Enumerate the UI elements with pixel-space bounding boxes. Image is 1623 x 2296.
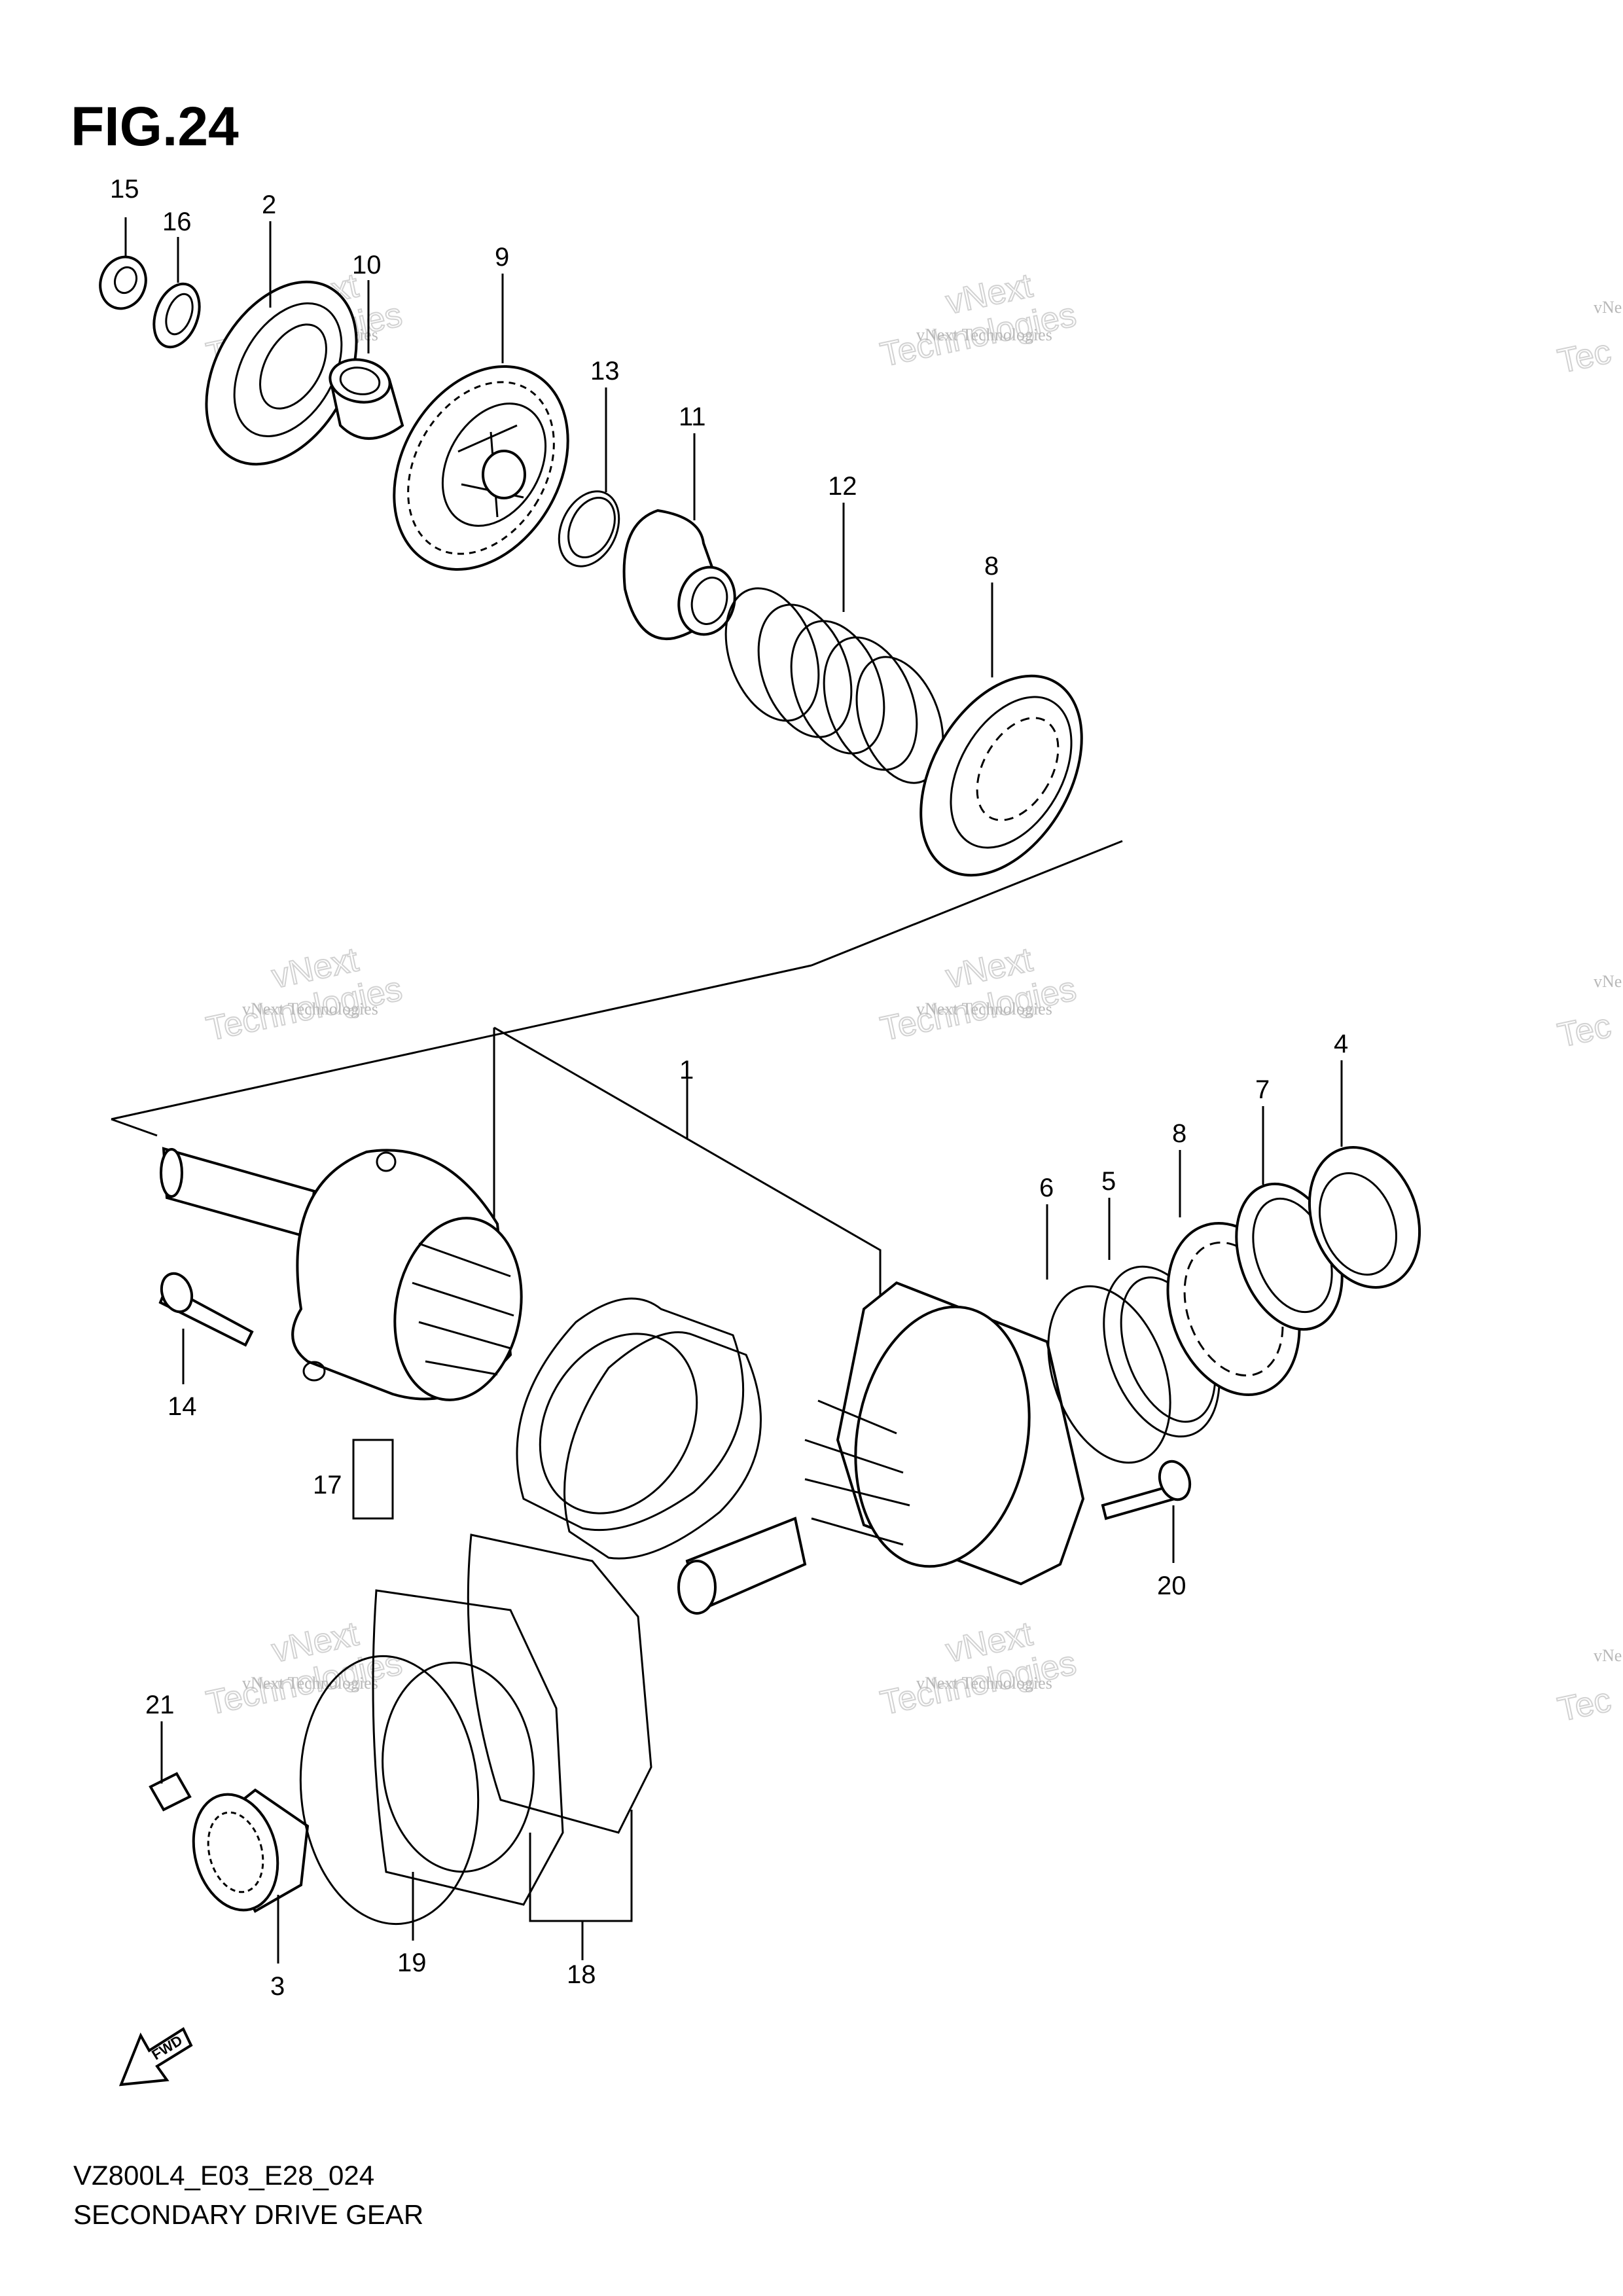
part-13-circlip <box>558 490 620 567</box>
part-6-o-ring <box>1047 1285 1171 1464</box>
callout-12: 12 <box>828 472 857 501</box>
diagram-code: VZ800L4_E03_E28_024 <box>73 2160 374 2191</box>
part-8-bearing-upper <box>919 674 1083 877</box>
assembly-connector-lower <box>111 1118 158 1137</box>
callout-19: 19 <box>397 1948 427 1977</box>
callout-10: 10 <box>352 251 382 279</box>
figure-title: FIG.24 <box>71 96 239 157</box>
callout-2: 2 <box>262 190 276 219</box>
part-17-bracket <box>352 1439 394 1520</box>
callout-5: 5 <box>1101 1167 1116 1196</box>
callout-20: 20 <box>1157 1571 1186 1600</box>
svg-text:vNe: vNe <box>1594 1646 1622 1665</box>
callout-9: 9 <box>495 243 509 272</box>
watermark: Technologies vNext vNext Technologies <box>876 1614 1080 1723</box>
callout-7: 7 <box>1255 1075 1270 1104</box>
callout-1: 1 <box>679 1056 694 1085</box>
fwd-arrow-icon: FWD <box>118 2027 193 2087</box>
svg-text:vNext Technologies: vNext Technologies <box>916 999 1052 1018</box>
callout-labels: 15 16 2 10 9 13 11 12 8 1 4 7 8 5 6 14 1… <box>110 175 1348 2001</box>
callout-3: 3 <box>270 1972 285 2001</box>
svg-text:Tec: Tec <box>1554 1007 1614 1055</box>
callout-leaders <box>124 217 1343 1964</box>
callout-8-upper: 8 <box>984 552 999 581</box>
callout-13: 13 <box>590 357 620 386</box>
part-17-gaskets <box>516 1297 762 1560</box>
callout-11: 11 <box>679 403 706 431</box>
svg-text:vNe: vNe <box>1594 972 1622 991</box>
part-19-o-ring <box>299 1655 480 1926</box>
part-1-bracket <box>493 1026 882 1299</box>
watermark: Technologies vNext vNext Technologies <box>876 940 1080 1049</box>
part-16-washer <box>152 282 201 349</box>
callout-18: 18 <box>567 1960 596 1989</box>
part-1-drive-gear-left <box>160 1147 523 1401</box>
part-3-needle-bearing <box>192 1788 310 1913</box>
part-9-gear <box>393 365 569 571</box>
part-14-bolt <box>158 1272 254 1347</box>
callout-8-lower: 8 <box>1172 1119 1186 1148</box>
callout-15: 15 <box>110 175 139 204</box>
part-4-nut <box>1308 1146 1421 1289</box>
svg-text:vNext Technologies: vNext Technologies <box>242 999 378 1018</box>
watermark: Technologies vNext vNext Technologies <box>202 940 406 1049</box>
callout-21: 21 <box>145 1691 175 1719</box>
diagram-name: SECONDARY DRIVE GEAR <box>73 2199 423 2230</box>
part-18-bracket <box>529 1810 633 1960</box>
svg-text:Tec: Tec <box>1554 1681 1614 1729</box>
part-12-spring <box>724 587 944 784</box>
watermark: Technologies vNext vNext Technologies <box>876 266 1080 374</box>
watermark-edge: vNe Tec vNe Tec vNe Tec <box>1554 298 1622 1730</box>
callout-14: 14 <box>168 1392 197 1421</box>
part-18-gaskets <box>372 1534 652 1906</box>
callout-16: 16 <box>162 207 192 236</box>
part-20-bolt <box>1101 1460 1192 1520</box>
svg-text:vNe: vNe <box>1594 298 1622 317</box>
callout-4: 4 <box>1334 1030 1348 1058</box>
part-21-dowel-pin <box>149 1772 192 1812</box>
part-15-nut <box>99 255 147 310</box>
part-1-drive-gear-right <box>677 1281 1085 1615</box>
assembly-connector <box>111 840 1123 1121</box>
svg-text:vNext Technologies: vNext Technologies <box>916 325 1052 344</box>
part-10-bushing <box>329 358 404 440</box>
svg-text:vNext Technologies: vNext Technologies <box>242 1674 378 1693</box>
svg-text:vNext Technologies: vNext Technologies <box>916 1674 1052 1693</box>
callout-6: 6 <box>1039 1174 1054 1202</box>
part-11-cam <box>622 509 736 641</box>
svg-text:Tec: Tec <box>1554 332 1614 381</box>
callout-17: 17 <box>313 1471 342 1499</box>
